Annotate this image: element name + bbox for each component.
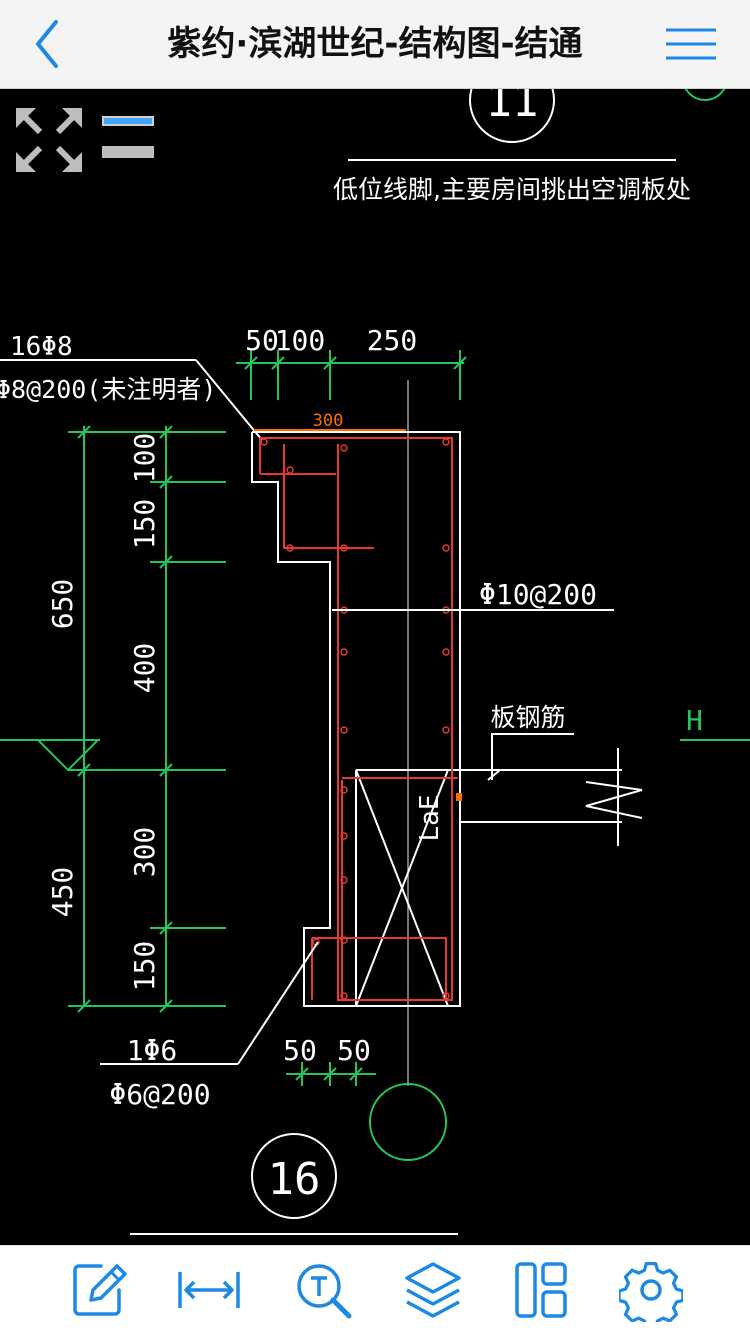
section-marker-top: 11 低位线脚,主要房间挑出空调板处	[333, 89, 726, 204]
layout-panels-icon	[515, 1262, 567, 1318]
measure-tool-button[interactable]	[174, 1258, 244, 1322]
rebar-top-spec: Φ8@200(未注明者)	[0, 375, 216, 404]
menu-button[interactable]	[662, 22, 720, 66]
dim-250-top: 250	[367, 324, 418, 357]
rebar-label-bottom: 1Φ6 Φ6@200	[100, 941, 319, 1111]
section-number-top: 11	[486, 89, 539, 127]
gear-icon	[619, 1261, 683, 1322]
layout-tool-button[interactable]	[506, 1258, 576, 1322]
rebar-bottom-label: 1Φ6	[127, 1034, 178, 1067]
anchor-length-label: LaE	[415, 795, 445, 842]
rebar-bottom-spec: Φ6@200	[109, 1078, 210, 1111]
slab-rebar-label: 板钢筋	[490, 703, 565, 732]
section-caption-top: 低位线脚,主要房间挑出空调板处	[333, 175, 691, 204]
slab	[355, 748, 643, 1007]
rebar-dots	[260, 438, 450, 1000]
dim-100-top: 100	[275, 324, 326, 357]
dim-v-300: 300	[128, 827, 161, 878]
cad-drawing[interactable]: 11 低位线脚,主要房间挑出空调板处 16Φ8 Φ8@200(未注明者) 50 …	[0, 89, 750, 1246]
stirrup-label: Φ10@200	[479, 578, 597, 611]
dim-bottom-50a: 50	[283, 1034, 317, 1067]
dim-50-top: 50	[245, 324, 279, 357]
dimensions-top	[236, 350, 467, 400]
dim-v-650: 650	[46, 579, 79, 630]
column-circle	[369, 1083, 447, 1161]
edit-tool-button[interactable]	[64, 1258, 134, 1322]
text-search-tool-button[interactable]	[288, 1258, 358, 1322]
dim-300-orange: 300	[313, 411, 344, 431]
dim-bottom-50b: 50	[337, 1034, 371, 1067]
rebar-cage	[259, 437, 458, 1001]
back-button[interactable]	[18, 14, 78, 74]
dim-v-100: 100	[128, 433, 161, 484]
drawing-canvas[interactable]: 11 低位线脚,主要房间挑出空调板处 16Φ8 Φ8@200(未注明者) 50 …	[0, 89, 750, 1246]
dim-v-450: 450	[46, 867, 79, 918]
layers-tool-button[interactable]	[398, 1258, 468, 1322]
section-marker-bottom: 16	[130, 1133, 458, 1235]
dim-v-150: 150	[128, 499, 161, 550]
bottom-toolbar	[0, 1245, 750, 1334]
dim-v-400: 400	[128, 643, 161, 694]
measure-arrows-icon	[178, 1272, 240, 1308]
rebar-top-label: 16Φ8	[10, 332, 73, 362]
page-title: 紫约·滨湖世纪-结构图-结通	[167, 24, 583, 64]
pencil-note-icon	[73, 1264, 127, 1316]
layer-toggle-icon[interactable]	[102, 116, 154, 158]
text-search-icon	[297, 1264, 352, 1319]
chevron-left-icon	[36, 20, 58, 68]
anchor-marker	[456, 793, 462, 801]
settings-tool-button[interactable]	[616, 1258, 686, 1322]
level-mark: H	[686, 704, 703, 737]
hamburger-menu-icon	[666, 28, 716, 60]
rebar-label-top: 16Φ8 Φ8@200(未注明者)	[0, 332, 263, 441]
concrete-outline	[251, 431, 461, 1007]
dimensions-left	[0, 425, 226, 1013]
section-number-bottom: 16	[268, 1154, 321, 1205]
top-nav-bar: 紫约·滨湖世纪-结构图-结通	[0, 0, 750, 89]
dim-v-150b: 150	[128, 941, 161, 992]
dimensions-bottom	[286, 1062, 376, 1086]
layers-icon	[405, 1262, 461, 1318]
fullscreen-icon[interactable]	[16, 108, 82, 172]
